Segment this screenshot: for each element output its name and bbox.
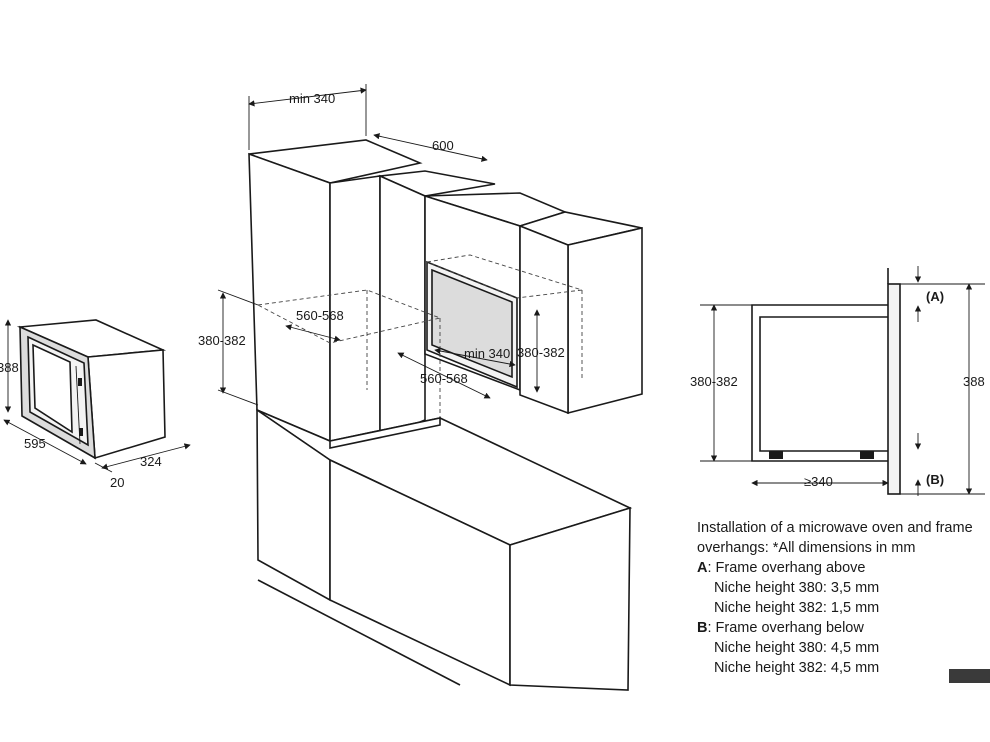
note-a-text: : Frame overhang above — [707, 560, 866, 576]
min-340-top-dim: min 340 — [289, 91, 335, 106]
kitchen-cabinet-drawing — [217, 84, 643, 691]
note-a-key: A — [697, 560, 708, 576]
depth-600-dim: 600 — [432, 138, 454, 153]
niche-height-right-dim: 380-382 — [517, 345, 565, 360]
niche-width-left-dim: 560-568 — [296, 308, 344, 323]
oven-depth-dim: 324 — [140, 454, 162, 469]
note-a-item-1: Niche height 380: 3,5 mm — [714, 580, 880, 596]
label-a: (A) — [926, 289, 944, 304]
label-b: (B) — [926, 472, 944, 487]
notes-line-2: overhangs: *All dimensions in mm — [697, 540, 916, 556]
note-a: A: Frame overhang above — [697, 558, 987, 578]
section-height-left-dim: 380-382 — [690, 374, 738, 389]
oven-frame-dim: 20 — [110, 475, 124, 490]
installation-notes: Installation of a microwave oven and fra… — [697, 518, 987, 678]
section-depth-dim: ≥340 — [804, 474, 833, 489]
section-view-drawing — [700, 266, 985, 496]
corner-bar — [949, 669, 990, 683]
note-b-item-2: Niche height 382: 4,5 mm — [714, 660, 880, 676]
note-b-item-1: Niche height 380: 4,5 mm — [714, 640, 880, 656]
niche-width-right-dim: 560-568 — [420, 371, 468, 386]
niche-height-left-dim: 380-382 — [198, 333, 246, 348]
microwave-oven-drawing — [3, 319, 191, 473]
note-b: B: Frame overhang below — [697, 618, 987, 638]
niche-min-340-dim: min 340 — [464, 346, 510, 361]
section-height-right-dim: 388 — [963, 374, 985, 389]
note-b-key: B — [697, 620, 708, 636]
note-a-item-2: Niche height 382: 1,5 mm — [714, 600, 880, 616]
note-b-text: : Frame overhang below — [707, 620, 864, 636]
oven-width-dim: 595 — [24, 436, 46, 451]
notes-line-1: Installation of a microwave oven and fra… — [697, 520, 973, 536]
oven-height-dim: 388 — [0, 360, 19, 375]
